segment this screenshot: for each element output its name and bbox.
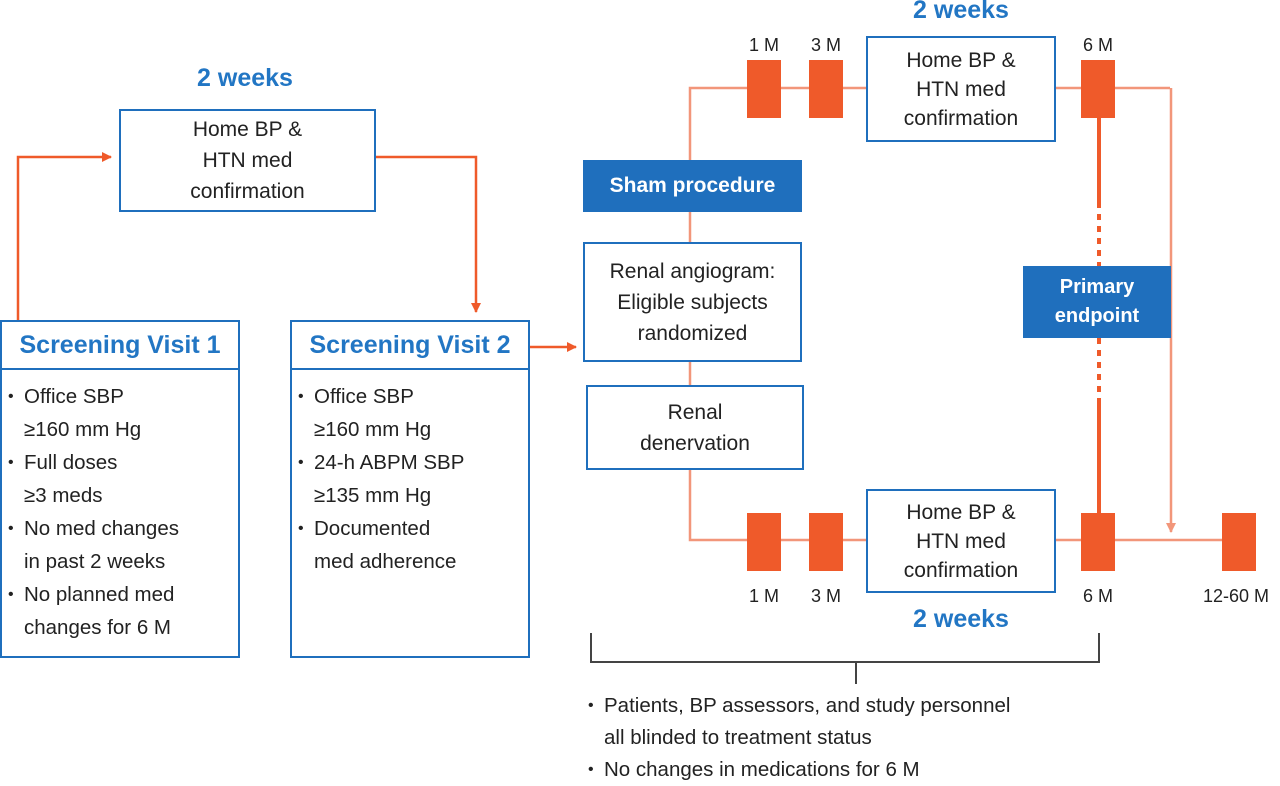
rdn-arm-duration-label: 2 weeks: [913, 605, 1009, 633]
sham-procedure-label: Sham procedure: [583, 160, 802, 212]
screening-visit-2-title: Screening Visit 2: [292, 322, 528, 370]
rdn-marker-3m: [809, 513, 843, 571]
sham-timepoint-3m: 3 M: [810, 35, 841, 55]
screening-visit-1-criteria: Office SBP≥160 mm Hg Full doses≥3 meds N…: [2, 380, 238, 644]
blinding-note: Patients, BP assessors, and study person…: [582, 690, 1182, 754]
blinding-note: No changes in medications for 6 M: [582, 754, 1182, 786]
rdn-timepoint-1m: 1 M: [748, 586, 779, 606]
screening-visit-1-box: Screening Visit 1 Office SBP≥160 mm Hg F…: [0, 320, 240, 658]
criterion: Office SBP≥160 mm Hg: [292, 380, 528, 446]
rdn-timepoint-6m: 6 M: [1082, 586, 1113, 606]
rdn-timepoint-12-60m: 12-60 M: [1202, 586, 1270, 606]
rdn-marker-12-60m: [1222, 513, 1256, 571]
sham-arm-duration-label: 2 weeks: [913, 0, 1009, 24]
rdn-marker-1m: [747, 513, 781, 571]
screening-visit-2-criteria: Office SBP≥160 mm Hg 24-h ABPM SBP≥135 m…: [292, 380, 528, 578]
sham-marker-6m: [1081, 60, 1115, 118]
arrow-sv1-to-home-bp: [16, 152, 112, 320]
criterion: 24-h ABPM SBP≥135 mm Hg: [292, 446, 528, 512]
blinding-notes: Patients, BP assessors, and study person…: [582, 690, 1182, 786]
pre-screening-duration-label: 2 weeks: [197, 64, 293, 92]
criterion: Full doses≥3 meds: [2, 446, 238, 512]
rdn-timepoint-3m: 3 M: [810, 586, 841, 606]
screening-visit-2-box: Screening Visit 2 Office SBP≥160 mm Hg 2…: [290, 320, 530, 658]
arrow-home-bp-to-sv2: [376, 155, 481, 313]
sham-marker-3m: [809, 60, 843, 118]
criterion: Office SBP≥160 mm Hg: [2, 380, 238, 446]
rdn-marker-6m: [1081, 513, 1115, 571]
blinding-bracket: [590, 633, 1100, 684]
sham-marker-1m: [747, 60, 781, 118]
sham-timepoint-1m: 1 M: [748, 35, 779, 55]
screening-visit-1-title: Screening Visit 1: [2, 322, 238, 370]
sham-timepoint-6m: 6 M: [1082, 35, 1113, 55]
